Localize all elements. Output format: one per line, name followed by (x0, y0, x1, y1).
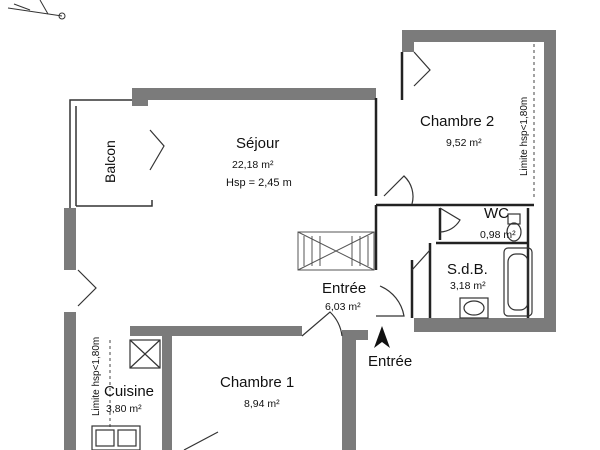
chambre2-name: Chambre 2 (420, 113, 495, 130)
sdb-area: 3,18 m² (450, 280, 486, 292)
entree-name: Entrée (322, 280, 367, 297)
entrance-arrow-icon (374, 326, 390, 348)
compass-icon (7, 0, 66, 20)
toilet (506, 213, 522, 242)
entree-area: 6,03 m² (325, 301, 361, 313)
chambre1-area: 8,94 m² (244, 398, 280, 410)
kitchen-sink (91, 425, 141, 450)
balcon-name: Balcon (102, 140, 118, 183)
chambre2-height-limit: Limite hsp<1,80m (519, 96, 530, 176)
partitions (374, 52, 534, 318)
wc-area: 0,98 m² (480, 229, 516, 241)
doors (77, 51, 461, 450)
washbasin (459, 297, 489, 319)
cuisine-name: Cuisine (104, 383, 155, 400)
wc-name: WC (484, 205, 509, 222)
entrance-label: Entrée (368, 353, 413, 370)
balcony-outline (69, 99, 153, 208)
cuisine-height-limit: Limite hsp<1,80m (91, 336, 102, 416)
height-limit-lines (109, 44, 535, 430)
bathtub (503, 247, 533, 317)
stair-void (297, 231, 375, 271)
chambre1-name: Chambre 1 (220, 374, 295, 391)
sejour-name: Séjour (236, 135, 280, 152)
kitchen-cupboard (129, 339, 161, 369)
walls (64, 30, 556, 450)
sejour-area: 22,18 m² (232, 159, 274, 171)
chambre2-area: 9,52 m² (446, 137, 482, 149)
cuisine-area: 3,80 m² (106, 403, 142, 415)
sdb-name: S.d.B. (447, 261, 488, 278)
sejour-height: Hsp = 2,45 m (226, 177, 292, 189)
